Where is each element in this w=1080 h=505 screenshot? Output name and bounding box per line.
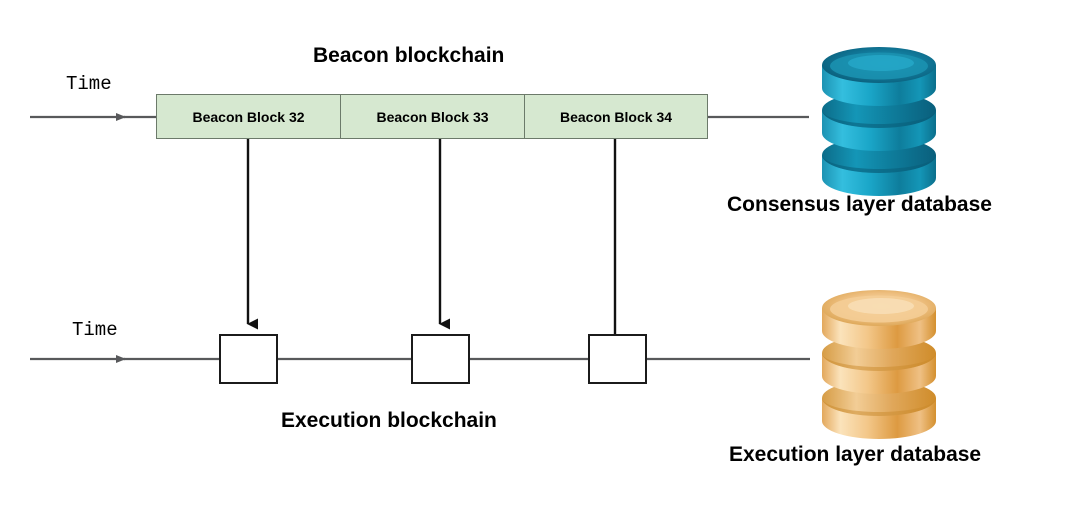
beacon-block-33[interactable]: Beacon Block 33 bbox=[340, 94, 525, 139]
consensus-layer-database-icon bbox=[822, 47, 936, 196]
beacon-block-33-label: Beacon Block 33 bbox=[376, 108, 489, 125]
time-label-execution: Time bbox=[72, 319, 118, 341]
time-label-beacon: Time bbox=[66, 73, 112, 95]
beacon-block-32-label: Beacon Block 32 bbox=[192, 108, 305, 125]
consensus-layer-database-label: Consensus layer database bbox=[727, 193, 992, 216]
execution-blockchain-title: Execution blockchain bbox=[281, 409, 497, 432]
execution-block-1[interactable] bbox=[219, 334, 278, 384]
beacon-block-32[interactable]: Beacon Block 32 bbox=[156, 94, 341, 139]
beacon-block-34-label: Beacon Block 34 bbox=[559, 108, 673, 125]
execution-block-3[interactable] bbox=[588, 334, 647, 384]
beacon-blockchain-title: Beacon blockchain bbox=[313, 44, 505, 67]
execution-block-2[interactable] bbox=[411, 334, 470, 384]
execution-layer-database-label: Execution layer database bbox=[729, 443, 982, 466]
beacon-block-34[interactable]: Beacon Block 34 bbox=[524, 94, 708, 139]
execution-layer-database-icon bbox=[822, 290, 936, 439]
